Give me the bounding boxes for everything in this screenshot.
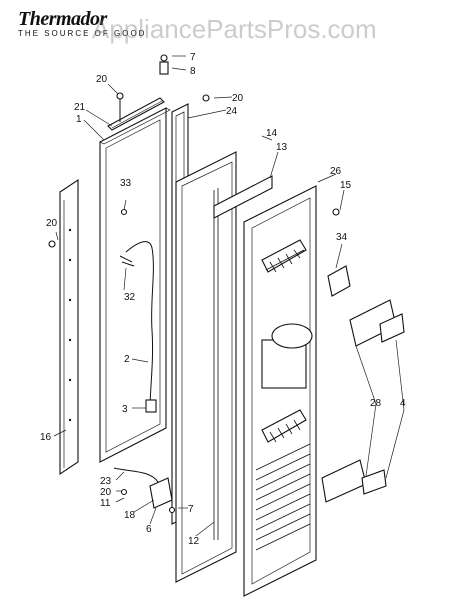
callout-24: 24: [226, 106, 238, 117]
screw-20-left: [48, 240, 56, 248]
brand-name: Thermador: [18, 8, 107, 30]
callout-20-right: 20: [232, 93, 244, 104]
wire-harness-2: [119, 241, 157, 413]
screw-33: [120, 208, 128, 216]
shelf-rail-lower: [321, 459, 387, 503]
callout-2: 2: [124, 354, 130, 365]
watermark: AppliancePartsPros.com: [92, 14, 377, 44]
door-liner-12: [175, 151, 237, 583]
screw-20-bottom: [120, 488, 128, 496]
callout-6: 6: [146, 524, 152, 535]
brand-tagline: THE SOURCE OF GOOD: [18, 29, 147, 38]
screw-20-top: [116, 92, 124, 122]
callout-3: 3: [122, 404, 128, 415]
callout-20-bottom: 20: [100, 487, 112, 498]
top-hinge-pin-8: [159, 54, 169, 75]
callout-20-left: 20: [46, 218, 58, 229]
callout-15: 15: [340, 180, 352, 191]
shelf-rail-upper: [349, 299, 405, 347]
callout-7: 7: [190, 52, 196, 63]
screw-15: [332, 208, 340, 216]
leader-lines: [53, 55, 405, 537]
screw-7-bottom: [168, 506, 176, 514]
callout-26: 26: [330, 166, 342, 177]
callout-13: 13: [276, 142, 288, 153]
callout-33: 33: [120, 178, 132, 189]
callout-11: 11: [100, 498, 111, 509]
callout-28: 28: [370, 398, 382, 409]
bottom-hinge-18: [113, 467, 173, 509]
callout-20-top: 20: [96, 74, 108, 85]
callout-12: 12: [188, 536, 200, 547]
callout-21: 21: [74, 102, 86, 113]
callout-1: 1: [76, 114, 82, 125]
hinge-strip-16: [59, 178, 79, 476]
callout-34: 34: [336, 232, 348, 243]
door-outer-panel-1: [99, 107, 171, 463]
brand-logo: Thermador THE SOURCE OF GOOD: [18, 8, 146, 38]
callout-8: 8: [190, 66, 196, 77]
callout-32: 32: [124, 292, 136, 303]
top-bracket-21: [107, 97, 165, 131]
callout-14: 14: [266, 128, 278, 139]
screw-20-right: [202, 94, 210, 102]
callout-4: 4: [400, 398, 406, 409]
callout-23: 23: [100, 476, 112, 487]
callout-7-bottom: 7: [188, 504, 194, 515]
callout-18: 18: [124, 510, 136, 521]
inner-door-panel-13: [213, 175, 317, 597]
callout-16: 16: [40, 432, 52, 443]
dispenser-cup-34: [327, 265, 351, 297]
